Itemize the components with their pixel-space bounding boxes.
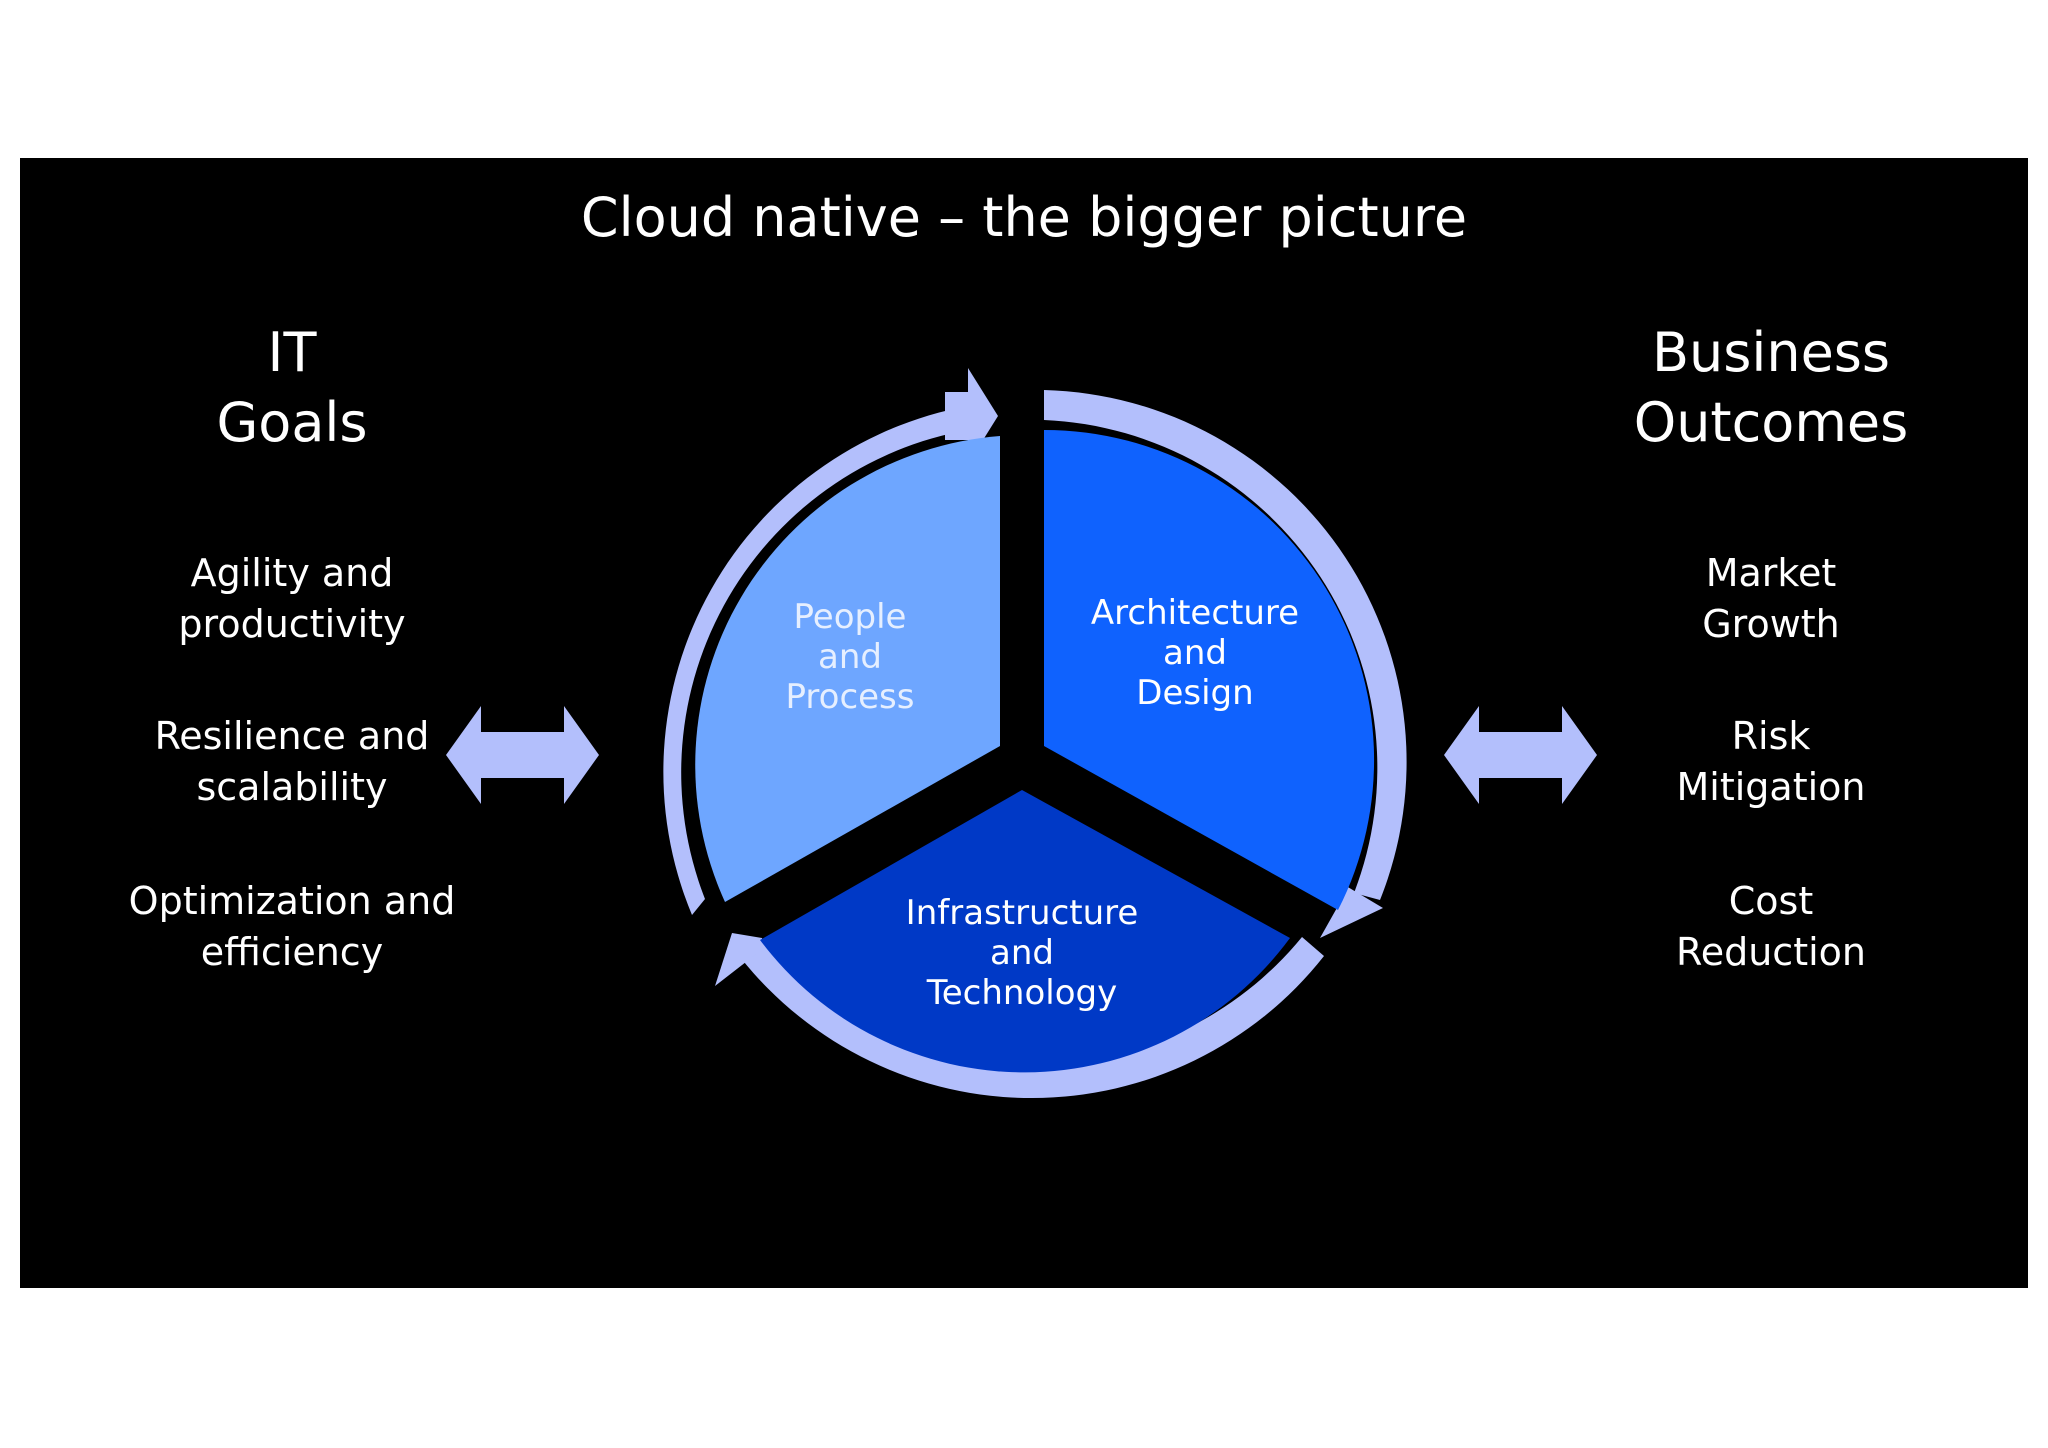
segment-architecture-and-design: [1044, 429, 1375, 910]
segment-labels: People and Process Architecture and Desi…: [786, 593, 1300, 1013]
it-goal-item-line2: efficiency: [200, 930, 384, 974]
it-goals-heading: IT Goals: [52, 318, 532, 458]
business-outcomes-heading-line1: Business: [1651, 321, 1891, 384]
segment-label-infrastructure-line3: Technology: [926, 973, 1117, 1013]
business-outcome-item-line2: Growth: [1702, 602, 1840, 646]
it-goal-item: Optimization and efficiency: [52, 876, 532, 978]
business-outcome-item-line2: Reduction: [1676, 930, 1866, 974]
business-outcome-item: Risk Mitigation: [1531, 711, 2011, 813]
it-goal-item-line1: Agility and: [190, 551, 394, 595]
it-goal-item: Agility and productivity: [52, 548, 532, 650]
segment-label-infrastructure-line2: and: [990, 933, 1054, 973]
cycle-segments: [695, 429, 1375, 1073]
it-goals-heading-line1: IT: [267, 321, 317, 384]
right-double-arrow-icon: [1444, 706, 1597, 804]
segment-label-people-line3: Process: [786, 677, 915, 717]
cycle-arrowhead-icon: [715, 933, 764, 986]
slide: Cloud native – the bigger picture IT Goa…: [20, 158, 2028, 1288]
segment-label-people-line1: People: [794, 597, 907, 637]
segment-people-and-process: [695, 436, 1000, 902]
cycle-ring: [663, 368, 1407, 1099]
segment-label-architecture-line1: Architecture: [1091, 593, 1299, 633]
business-outcome-item-line1: Market: [1705, 551, 1837, 595]
cycle-ring-arc-infrastructure: [740, 937, 1324, 1099]
segment-label-infrastructure-line1: Infrastructure: [906, 893, 1139, 933]
business-outcome-item: Cost Reduction: [1531, 876, 2011, 978]
segment-label-architecture-line3: Design: [1136, 673, 1253, 713]
business-outcome-item: Market Growth: [1531, 548, 2011, 650]
it-goals-heading-line2: Goals: [216, 391, 368, 454]
left-double-arrow-icon: [446, 706, 599, 804]
business-outcomes-heading: Business Outcomes: [1531, 318, 2011, 458]
cycle-diagram: People and Process Architecture and Desi…: [446, 368, 1597, 1099]
it-goal-item-line2: productivity: [178, 602, 406, 646]
segment-label-architecture-line2: and: [1163, 633, 1227, 673]
business-outcome-item-line2: Mitigation: [1676, 765, 1866, 809]
slide-title: Cloud native – the bigger picture: [580, 186, 1468, 249]
it-goal-item-line1: Resilience and: [154, 714, 430, 758]
business-outcome-item-line1: Risk: [1731, 714, 1811, 758]
segment-label-people-line2: and: [818, 637, 882, 677]
cycle-arrowhead-icon: [945, 368, 998, 464]
cycle-ring-arc-architecture: [1044, 390, 1407, 900]
it-goal-item: Resilience and scalability: [52, 711, 532, 813]
business-outcome-item-line1: Cost: [1728, 879, 1814, 923]
segment-infrastructure-and-technology: [760, 790, 1290, 1073]
it-goal-item-line1: Optimization and: [128, 879, 456, 923]
business-outcomes-heading-line2: Outcomes: [1633, 391, 1909, 454]
it-goal-item-line2: scalability: [196, 765, 388, 809]
